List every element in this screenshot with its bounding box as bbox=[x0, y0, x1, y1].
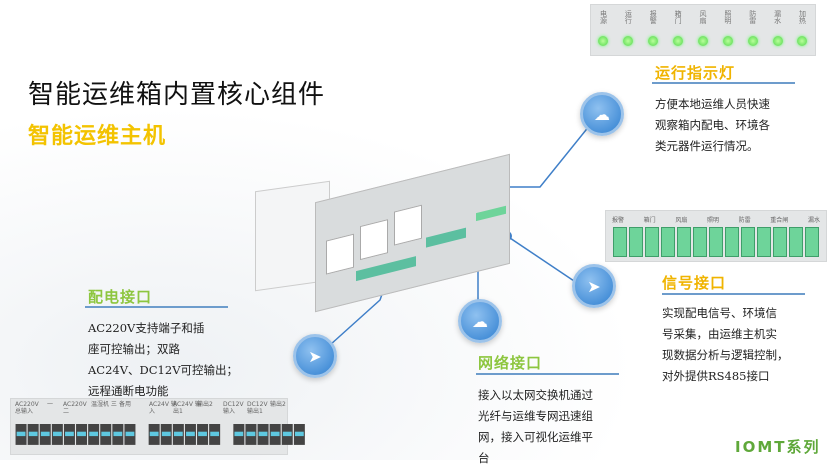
network-heading: 网络接口 bbox=[478, 354, 543, 372]
divider bbox=[476, 373, 619, 375]
indicator-led: 电源 bbox=[591, 10, 615, 55]
breaker-label: DC12V 输出1 bbox=[247, 401, 268, 415]
navigation-arrow-icon: ➤ bbox=[572, 264, 616, 308]
breaker-label: 温湿机 三 bbox=[91, 401, 117, 408]
breaker-row bbox=[15, 424, 306, 447]
series-label: IOMT系列 bbox=[735, 438, 821, 456]
breaker-label: 输出2 bbox=[270, 401, 286, 408]
power-heading: 配电接口 bbox=[88, 288, 153, 306]
signal-heading: 信号接口 bbox=[662, 274, 727, 292]
cloud-icon: ☁ bbox=[458, 299, 502, 343]
indicator-description: 方便本地运维人员快速观察箱内配电、环境各类元器件运行情况。 bbox=[655, 97, 770, 153]
divider bbox=[652, 82, 795, 84]
divider bbox=[85, 306, 228, 308]
page-title: 智能运维箱内置核心组件 bbox=[28, 80, 326, 110]
indicator-led: 加热 bbox=[790, 10, 814, 55]
indicator-led: 箱门 bbox=[666, 10, 690, 55]
breaker-label: 输出2 bbox=[197, 401, 213, 408]
breaker-label: 备用 bbox=[119, 401, 132, 408]
signal-terminal-panel: 报警箱门风扇照明防雷重合闸漏水 bbox=[605, 210, 827, 262]
navigation-arrow-icon: ➤ bbox=[293, 334, 337, 378]
indicator-panel: 电源 运行 报警 箱门 风扇 照明 防雷 漏水 加热 bbox=[590, 4, 816, 56]
indicator-heading: 运行指示灯 bbox=[655, 64, 736, 82]
breaker-label: AC24V 输入 bbox=[149, 401, 177, 415]
breaker-label: 一 bbox=[47, 401, 54, 408]
signal-description: 实现配电信号、环境信号采集，由运维主机实现数据分析与逻辑控制，对外提供RS485… bbox=[662, 306, 789, 383]
indicator-led: 漏水 bbox=[766, 10, 790, 55]
divider bbox=[662, 293, 805, 295]
indicator-led: 照明 bbox=[716, 10, 740, 55]
breaker-label: AC220V 二 bbox=[63, 401, 87, 415]
indicator-led: 报警 bbox=[641, 10, 665, 55]
indicator-led: 运行 bbox=[616, 10, 640, 55]
device-front bbox=[315, 153, 510, 313]
device-image bbox=[255, 153, 510, 313]
breaker-label: DC12V 输入 bbox=[223, 401, 244, 415]
network-description: 接入以太网交换机通过光纤与运维专网迅速组网，接入可视化运维平台 bbox=[478, 388, 593, 465]
breaker-label: AC24V 输出1 bbox=[173, 401, 201, 415]
indicator-led: 风扇 bbox=[691, 10, 715, 55]
indicator-led: 防雷 bbox=[741, 10, 765, 55]
breaker-label: AC220V 总输入 bbox=[15, 401, 39, 415]
power-breaker-panel: AC220V 总输入 一 AC220V 二 温湿机 三 备用 AC24V 输入 … bbox=[10, 398, 306, 455]
cloud-icon: ☁ bbox=[580, 92, 624, 136]
page-subtitle: 智能运维主机 bbox=[28, 124, 167, 149]
